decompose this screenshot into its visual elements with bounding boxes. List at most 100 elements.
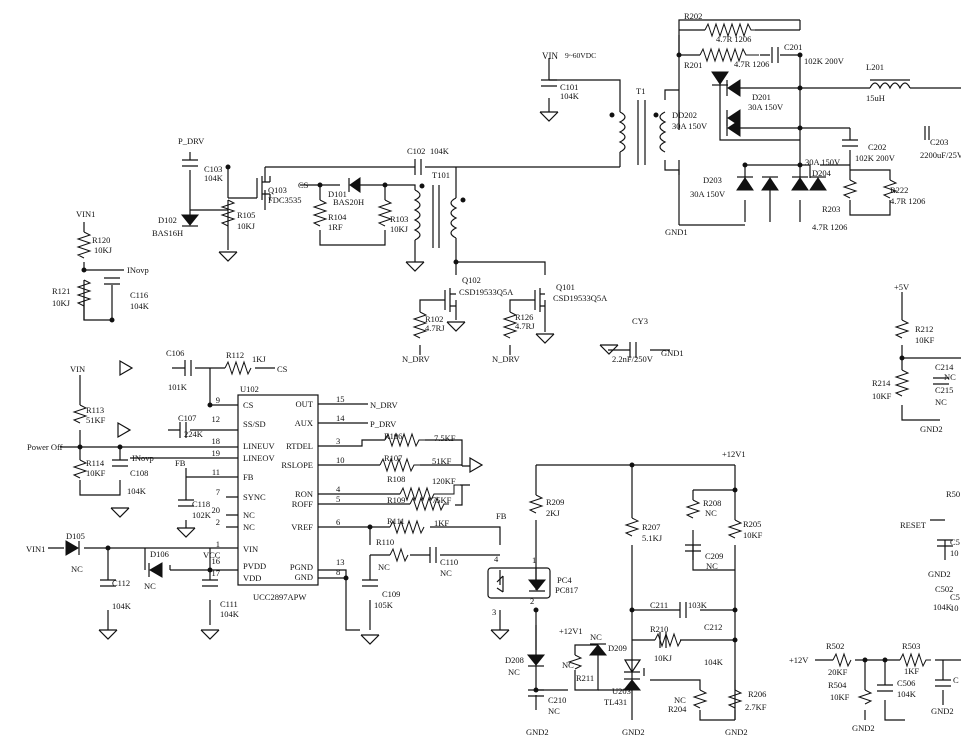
svg-text:Q102: Q102 [462, 275, 481, 285]
net-gnd1: GND1 [661, 348, 684, 358]
u102-body [237, 394, 319, 586]
svg-text:TL431: TL431 [604, 697, 627, 707]
svg-text:R126: R126 [515, 312, 533, 322]
u102-pin-number: 5 [336, 494, 340, 504]
svg-text:C210: C210 [548, 695, 566, 705]
net-vin-2: VIN [70, 364, 85, 374]
net-fb-2: FB [496, 511, 507, 521]
net-inovp: INovp [127, 265, 149, 275]
svg-text:C212: C212 [704, 622, 722, 632]
svg-text:NC: NC [935, 397, 947, 407]
svg-text:4.7R 1206: 4.7R 1206 [812, 222, 847, 232]
svg-text:C107: C107 [178, 413, 196, 423]
net-n-drv: N_DRV [402, 354, 431, 364]
svg-text:10KJ: 10KJ [94, 245, 113, 255]
svg-text:C101: C101 [560, 82, 578, 92]
svg-text:R208: R208 [703, 498, 721, 508]
svg-text:C118: C118 [192, 499, 210, 509]
net-vin1-2: VIN1 [26, 544, 45, 554]
svg-text:4.7R 1206: 4.7R 1206 [890, 196, 925, 206]
net-cs: CS [298, 180, 309, 190]
svg-text:1KF: 1KF [434, 518, 449, 528]
svg-text:R103: R103 [390, 214, 408, 224]
net-inovp-2: INovp [132, 453, 154, 463]
svg-text:10KF: 10KF [743, 530, 763, 540]
svg-text:R120: R120 [92, 235, 110, 245]
svg-text:D105: D105 [66, 531, 85, 541]
u102-pin-name: CS [243, 400, 254, 410]
svg-text:T1: T1 [636, 86, 645, 96]
component-symbols [65, 22, 953, 709]
svg-text:NC: NC [440, 568, 452, 578]
svg-text:R104: R104 [328, 212, 347, 222]
svg-text:C108: C108 [130, 468, 148, 478]
net-gnd2-5: GND2 [928, 569, 951, 579]
svg-text:R503: R503 [902, 641, 920, 651]
svg-text:D201: D201 [752, 92, 771, 102]
svg-text:104K: 104K [560, 91, 580, 101]
svg-text:D209: D209 [608, 643, 627, 653]
svg-text:C209: C209 [705, 551, 723, 561]
u102-pin-number: 1 [216, 539, 220, 549]
u102-pin-number: 7 [216, 487, 220, 497]
u102-pin-number: 13 [336, 557, 345, 567]
net-gnd2-7: GND2 [931, 706, 954, 716]
net-p-drv: P_DRV [178, 136, 205, 146]
net-gnd2-4: GND2 [725, 727, 748, 737]
svg-text:10KF: 10KF [915, 335, 935, 345]
svg-text:2: 2 [530, 596, 534, 606]
net-gnd2-2: GND2 [526, 727, 549, 737]
svg-text:102K: 102K [192, 510, 212, 520]
svg-text:4.7R 1206: 4.7R 1206 [734, 59, 769, 69]
svg-text:105K: 105K [374, 600, 394, 610]
net-12v1-2: +12V1 [559, 626, 583, 636]
svg-text:D208: D208 [505, 655, 524, 665]
svg-text:15uH: 15uH [866, 93, 885, 103]
svg-text:R114: R114 [86, 458, 105, 468]
svg-text:120KF: 120KF [432, 476, 456, 486]
svg-text:R109: R109 [387, 495, 405, 505]
u102-pin-name: LINEOV [243, 453, 275, 463]
net-gnd2: GND2 [920, 424, 943, 434]
svg-text:C111: C111 [220, 599, 238, 609]
svg-text:NC: NC [378, 562, 390, 572]
svg-text:Q103: Q103 [268, 185, 287, 195]
u102-pin-number: 4 [336, 484, 341, 494]
svg-text:R210: R210 [650, 624, 668, 634]
svg-text:R102: R102 [425, 314, 443, 324]
svg-text:R113: R113 [86, 405, 104, 415]
svg-text:NC: NC [144, 581, 156, 591]
u102-pin-number: 20 [212, 505, 221, 515]
svg-text:20KF: 20KF [828, 667, 848, 677]
u102-pin-name: LINEUV [243, 441, 275, 451]
svg-text:10KF: 10KF [872, 391, 892, 401]
svg-text:C203: C203 [930, 137, 948, 147]
svg-text:NC: NC [705, 508, 717, 518]
svg-text:1RF: 1RF [328, 222, 343, 232]
svg-text:10KJ: 10KJ [654, 653, 673, 663]
svg-text:2KJ: 2KJ [546, 508, 560, 518]
wiring [48, 19, 961, 721]
svg-text:10KJ: 10KJ [237, 221, 256, 231]
u102-pin-number: 6 [336, 517, 340, 527]
svg-text:C116: C116 [130, 290, 148, 300]
svg-text:104K: 104K [112, 601, 132, 611]
svg-text:R106: R106 [384, 431, 402, 441]
svg-text:C502: C502 [935, 584, 953, 594]
svg-text:101K: 101K [168, 382, 188, 392]
net-gnd2-6: GND2 [852, 723, 875, 733]
svg-text:T101: T101 [432, 170, 450, 180]
svg-text:R502: R502 [826, 641, 844, 651]
svg-text:51KF: 51KF [432, 456, 452, 466]
svg-text:CSD19533Q5A: CSD19533Q5A [553, 293, 608, 303]
svg-text:NC: NC [71, 564, 83, 574]
svg-text:C506: C506 [897, 678, 915, 688]
net-n-drv-3: N_DRV [370, 400, 399, 410]
svg-text:NC: NC [508, 667, 520, 677]
svg-text:DD202: DD202 [672, 110, 697, 120]
svg-text:R504: R504 [828, 680, 847, 690]
u102-pin-name: RON [295, 489, 313, 499]
net-power-off: Power Off [27, 442, 63, 452]
svg-text:1KJ: 1KJ [252, 354, 266, 364]
